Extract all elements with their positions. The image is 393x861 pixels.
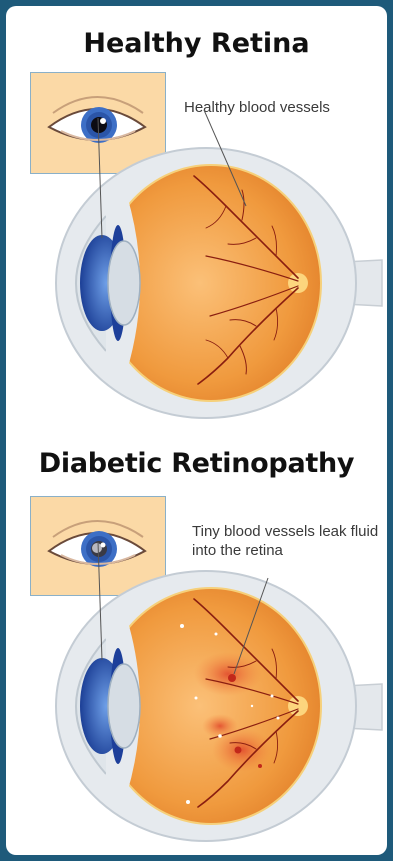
diabetic-eye-cross-section: [56, 542, 382, 841]
infographic-card: Healthy Retina Healthy blood vessels Dia…: [6, 6, 387, 855]
healthy-eye-cross-section: [56, 110, 382, 418]
eye-diagrams: [6, 6, 387, 855]
